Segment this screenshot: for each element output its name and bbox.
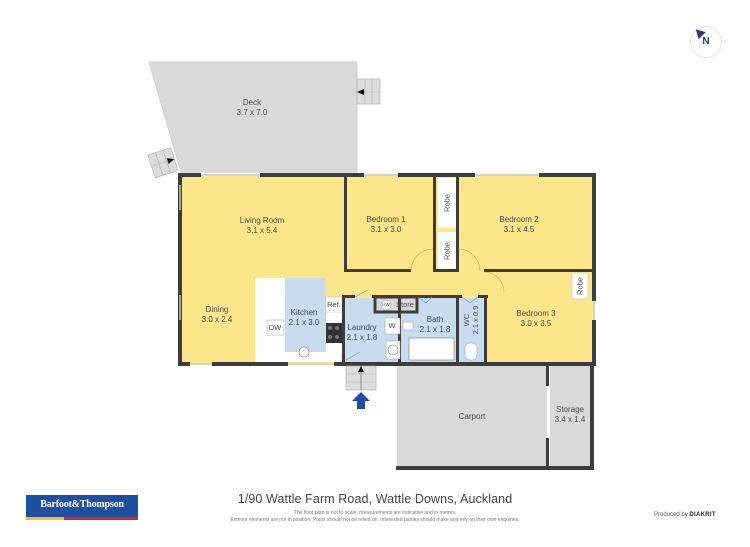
store-label: Store: [396, 300, 414, 309]
toilet-icon: [464, 342, 478, 361]
north-compass: N: [690, 25, 722, 58]
disclaimer-line-2: Exterior elements are not in position. P…: [230, 517, 520, 523]
logo-text: Barfoot&Thompson: [40, 499, 124, 510]
stove-icon: [326, 323, 342, 343]
robe-label-3: Robe: [575, 277, 585, 295]
refrigerator-label: Ref.: [327, 300, 341, 309]
entry-stairs: [345, 365, 377, 391]
door-swings: [410, 248, 505, 293]
hot-water-label: HW: [382, 302, 390, 307]
property-address: 1/90 Wattle Farm Road, Wattle Downs, Auc…: [237, 492, 513, 506]
windows: [179, 174, 595, 365]
produced-by: Produced by DIAKRIT: [654, 512, 716, 518]
storage-area: [550, 366, 591, 468]
kitchen-sink-icon: [298, 346, 310, 358]
barfoot-thompson-logo: Barfoot&Thompson: [26, 495, 138, 520]
north-label: N: [702, 36, 710, 47]
entry-arrow-icon: [352, 392, 370, 409]
dishwasher-label: DW: [268, 323, 282, 332]
robe-label-1: Robe: [442, 194, 452, 212]
robe-label-2: Robe: [442, 242, 452, 260]
deck-stairs-right: [356, 78, 381, 105]
washer-label: W: [388, 321, 396, 330]
disclaimer-line-1: The floor plan is not to scale; measurem…: [293, 510, 457, 516]
bathtub-icon: [408, 337, 455, 361]
deck-area: [148, 61, 358, 173]
carport-area: [397, 366, 547, 468]
deck-stairs-left: [147, 147, 179, 179]
carport-label: Carport: [458, 412, 486, 421]
